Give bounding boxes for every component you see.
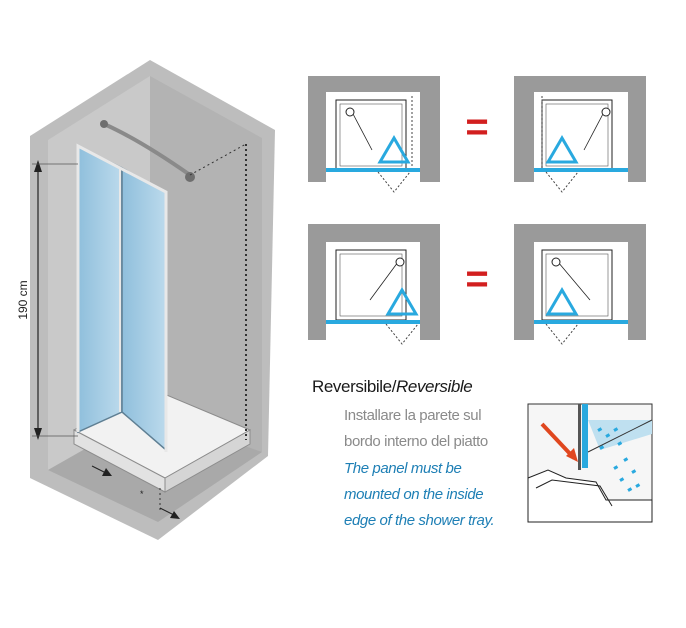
glass-panel-fixed	[77, 144, 123, 434]
instruction-it-line-1: Installare la parete sul	[344, 407, 482, 424]
svg-text:*: *	[140, 489, 144, 499]
reversible-title-it: Reversibile	[312, 377, 392, 396]
glass-panel-sliding	[121, 166, 167, 452]
top-view-niche-right-entry	[514, 224, 646, 345]
top-view-niche-left-entry	[308, 224, 440, 345]
water-drops-icon	[597, 427, 641, 492]
shower-enclosure-illustration: 190 cm *	[16, 60, 275, 540]
height-dimension: 190 cm	[16, 160, 78, 440]
stabilizer-bar	[103, 122, 192, 177]
instruction-en-line-3: edge of the shower tray.	[344, 512, 495, 529]
equals-sign-top: =	[465, 105, 488, 149]
instruction-en-line-1: The panel must be	[344, 460, 462, 477]
instruction-en-line-2: mounted on the inside	[344, 486, 484, 503]
reversible-separator: /	[391, 377, 397, 396]
door-arrow-icon	[377, 135, 411, 164]
shower-tray-side	[164, 429, 251, 493]
reversible-title: Reversibile/Reversible	[312, 375, 473, 398]
red-arrow-icon	[540, 422, 576, 460]
tray-edge-detail	[527, 403, 653, 523]
top-view-corner-right-entry	[514, 76, 646, 193]
width-dimension-arrows: *	[91, 465, 180, 519]
top-view-corner-left-entry	[308, 76, 440, 193]
door-arrow-icon	[385, 287, 419, 316]
door-arrow-icon	[545, 287, 579, 316]
height-label: 190 cm	[16, 280, 30, 319]
door-arrow-icon	[545, 135, 579, 164]
reversible-title-en: Reversible	[396, 377, 473, 396]
door-frame-profile	[76, 143, 168, 452]
instruction-it-line-2: bordo interno del piatto	[344, 433, 488, 450]
enclosure-side-wall	[150, 76, 262, 452]
equals-sign-bottom: =	[465, 257, 488, 301]
